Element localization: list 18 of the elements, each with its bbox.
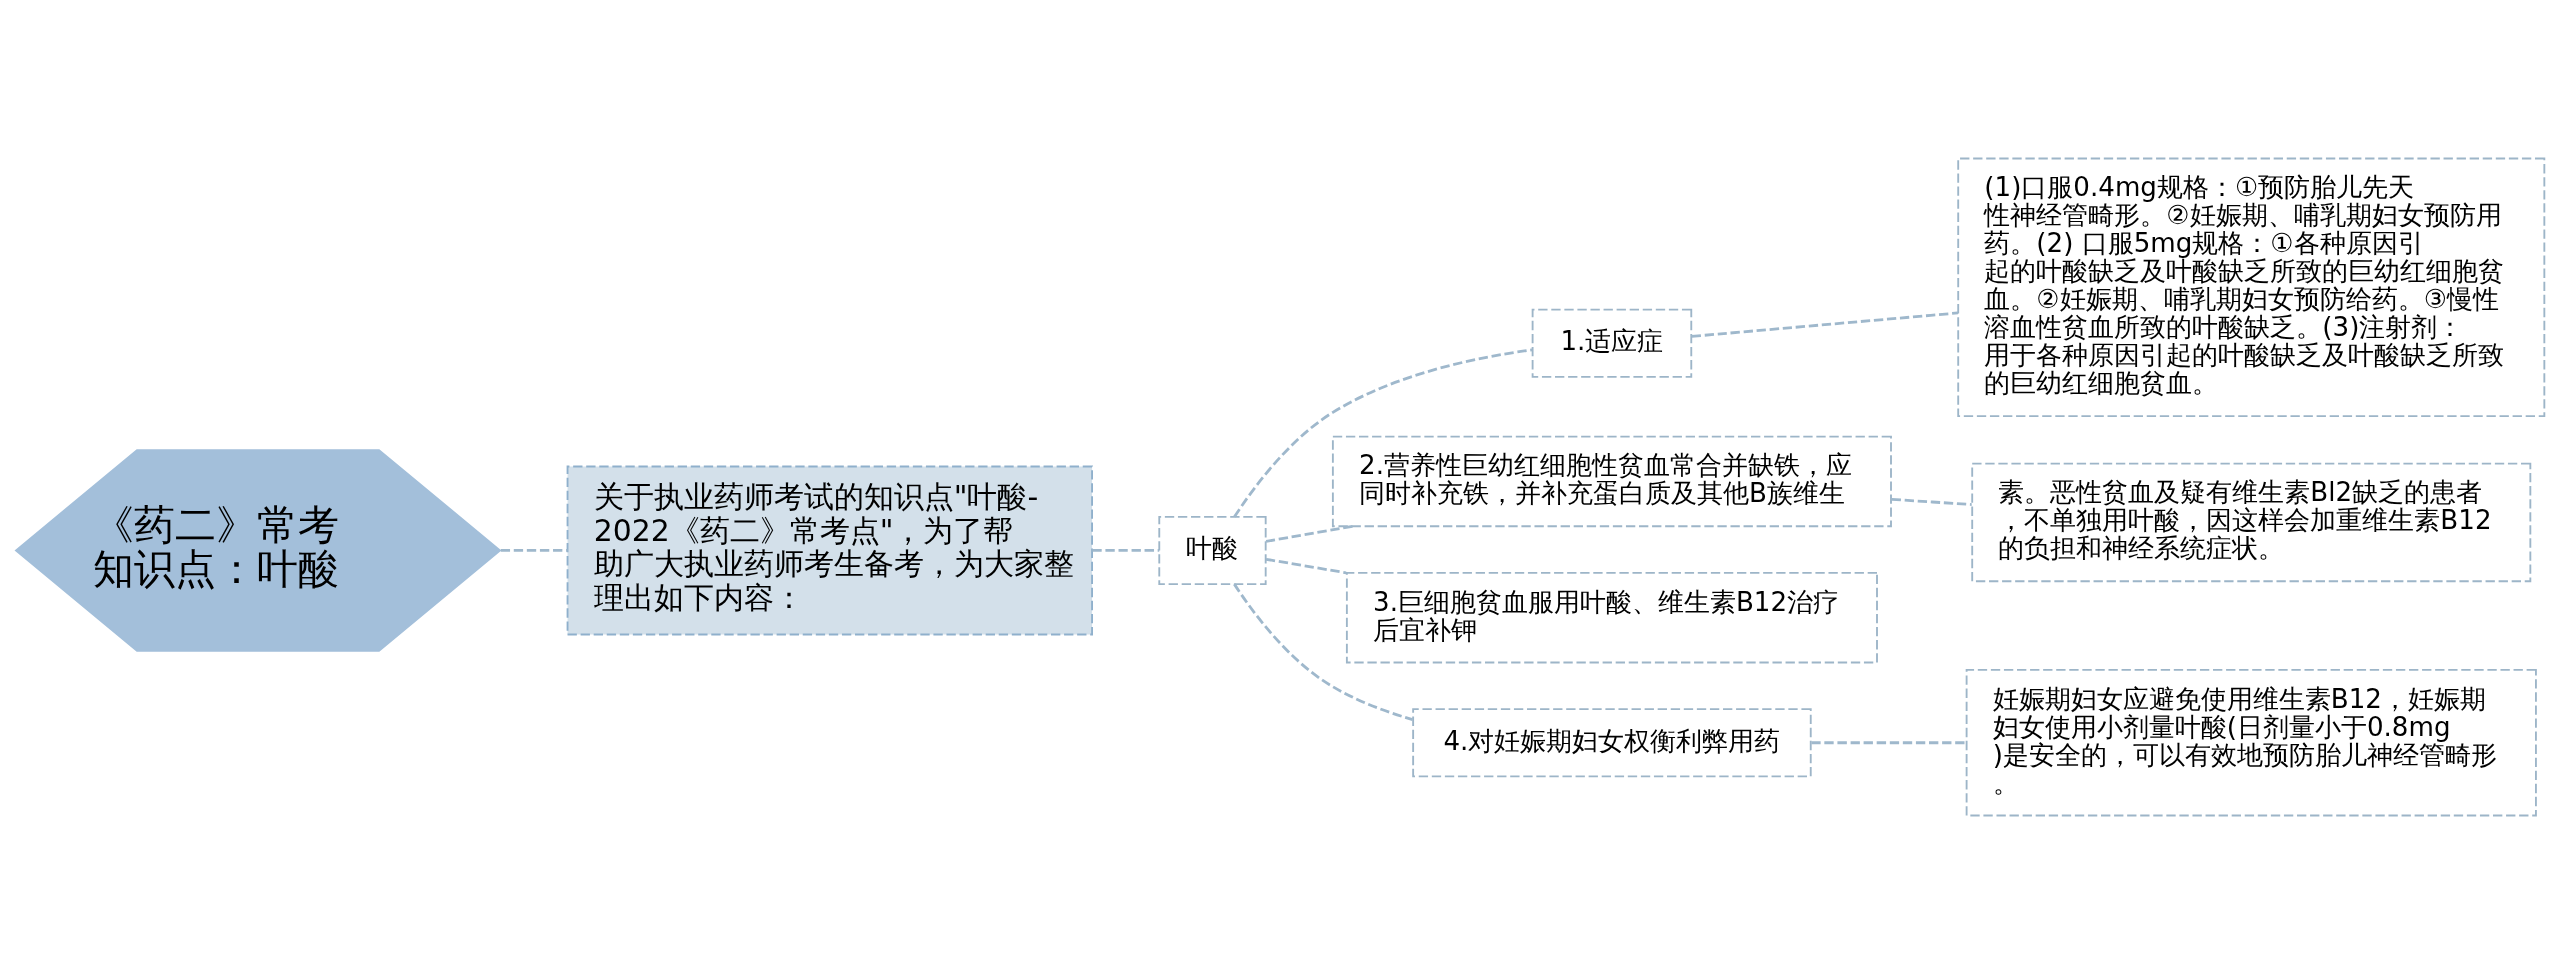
node-box: 素。恶性贫血及疑有维生素Bl2缺乏的患者，不单独用叶酸，因这样会加重维生素B12的负担和神经系统症状。 <box>1971 462 2532 583</box>
node-box: 1.适应症 <box>1531 308 1693 378</box>
node-box: 2.营养性巨幼红细胞性贫血常合并缺铁，应同时补充铁，并补充蛋白质及其他B族维生 <box>1331 435 1892 528</box>
connector <box>500 549 568 552</box>
connector <box>1811 741 1967 745</box>
node-box: 叶酸 <box>1158 515 1267 585</box>
node-box: 3.巨细胞贫血服用叶酸、维生素B12治疗后宜补钾 <box>1345 571 1878 664</box>
connector <box>1233 348 1533 518</box>
connector <box>1092 549 1160 552</box>
node-box: 妊娠期妇女应避免使用维生素B12，妊娠期妇女使用小剂量叶酸(日剂量小于0.8mg)是安全的，可以有效地预防胎儿神经管畸形。 <box>1965 669 2537 817</box>
connector <box>1265 524 1354 543</box>
connector <box>1891 497 1972 506</box>
connector <box>1691 311 1959 338</box>
node-box: (1)口服0.4mg规格：①预防胎儿先天性神经管畸形。②妊娠期、哺乳期妇女预防用药。(2) 口服5mg规格：①各种原因引起的叶酸缺乏及叶酸缺乏所致的巨幼红细胞贫血。②妊娠期、哺乳期妇女预防给药。③慢性溶血性贫血所致的叶酸缺乏。(3)注射剂：用于各种原因引起的叶酸缺乏及叶酸缺乏所致的巨幼红细胞贫血。 <box>1957 157 2546 417</box>
node-box: 关于执业药师考试的知识点"叶酸-2022《药二》常考点"，为了帮助广大执业药师考生备考，为大家整理出如下内容： <box>566 465 1093 636</box>
connector <box>1233 583 1413 721</box>
node-box: 4.对妊娠期妇女权衡利弊用药 <box>1412 708 1812 778</box>
connector <box>1265 557 1347 575</box>
